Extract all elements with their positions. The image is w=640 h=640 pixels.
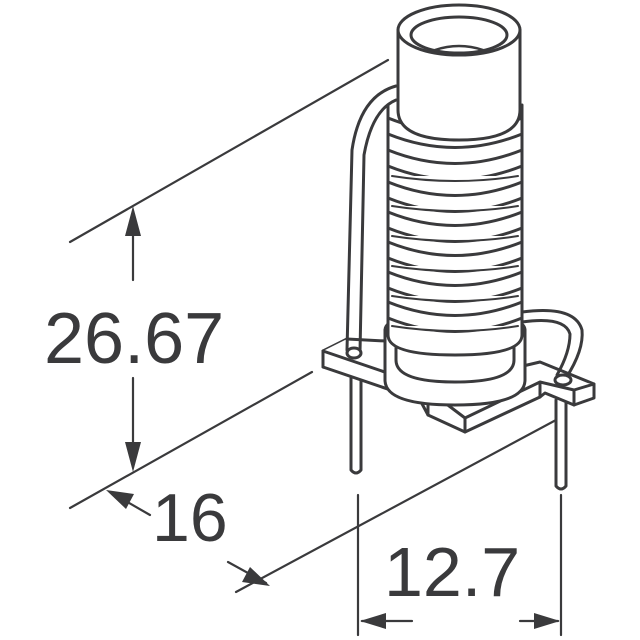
right-lead-wire [520, 308, 584, 387]
left-lead-wire [345, 84, 398, 360]
height-dimension-arrows [125, 206, 141, 472]
depth-dimension-arrows [106, 490, 270, 586]
pins [349, 376, 568, 491]
coil-windings [386, 103, 524, 357]
pin-spacing-dimension-arrows [360, 613, 560, 629]
pin-spacing-dimension-label: 12.7 [384, 533, 521, 611]
height-dimension-label: 26.67 [44, 299, 225, 379]
core-tube [396, 3, 522, 142]
extension-lines [68, 58, 563, 637]
depth-dimension-label: 16 [152, 480, 228, 556]
